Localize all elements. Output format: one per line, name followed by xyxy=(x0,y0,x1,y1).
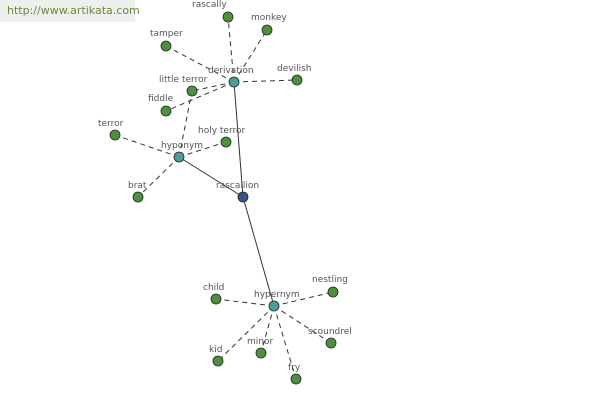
watermark-link[interactable]: http://www.artikata.com xyxy=(0,0,140,22)
node-label-nestling: nestling xyxy=(312,275,348,285)
edge-hyponym-little-terror xyxy=(178,90,193,158)
edge-rascallion-hypernym xyxy=(242,196,275,307)
node-label-monkey: monkey xyxy=(251,13,287,23)
edge-hyponym-brat xyxy=(137,156,180,198)
node-label-kid: kid xyxy=(209,345,222,355)
edge-derivation-monkey xyxy=(233,29,268,83)
node-label-derivation: derivation xyxy=(208,66,254,76)
node-label-fiddle: fiddle xyxy=(148,94,174,104)
node-fry[interactable] xyxy=(290,373,302,385)
edge-hypernym-fry xyxy=(273,305,297,380)
edge-derivation-little-terror xyxy=(191,81,235,92)
node-brat[interactable] xyxy=(132,191,144,203)
edge-hypernym-kid xyxy=(217,305,275,362)
nodes: rascallion derivation hyponym hypernym rasca… xyxy=(98,0,352,385)
edge-hypernym-nestling xyxy=(273,291,334,307)
node-minor[interactable] xyxy=(255,347,267,359)
node-terror[interactable] xyxy=(109,129,121,141)
edge-hypernym-minor xyxy=(260,305,275,354)
node-monkey[interactable] xyxy=(261,24,273,36)
node-label-minor: minor xyxy=(247,337,273,347)
node-label-hyponym: hyponym xyxy=(161,141,203,151)
node-hyponym[interactable] xyxy=(173,151,185,163)
edge-derivation-fiddle xyxy=(165,81,235,112)
node-label-child: child xyxy=(203,283,224,293)
edges xyxy=(114,16,334,380)
node-hypernym[interactable] xyxy=(268,300,280,312)
node-label-hypernym: hypernym xyxy=(254,290,300,300)
node-scoundrel[interactable] xyxy=(325,337,337,349)
node-label-holy-terror: holy terror xyxy=(198,126,246,136)
node-rascally[interactable] xyxy=(222,11,234,23)
node-label-rascally: rascally xyxy=(192,0,227,10)
edge-hyponym-terror xyxy=(114,134,180,158)
node-little-terror[interactable] xyxy=(186,85,198,97)
node-label-scoundrel: scoundrel xyxy=(308,327,352,337)
node-label-brat: brat xyxy=(128,181,147,191)
edge-rascallion-derivation xyxy=(233,81,244,198)
node-holy-terror[interactable] xyxy=(220,136,232,148)
node-rascallion[interactable] xyxy=(237,191,249,203)
node-fiddle[interactable] xyxy=(160,105,172,117)
node-child[interactable] xyxy=(210,293,222,305)
node-nestling[interactable] xyxy=(327,286,339,298)
edge-rascallion-hyponym xyxy=(178,156,244,198)
node-label-fry: fry xyxy=(288,363,301,373)
node-label-devilish: devilish xyxy=(277,64,311,74)
node-label-tamper: tamper xyxy=(150,29,183,39)
edge-hypernym-scoundrel xyxy=(273,305,332,344)
edge-derivation-tamper xyxy=(165,45,235,83)
node-derivation[interactable] xyxy=(228,76,240,88)
edge-derivation-rascally xyxy=(227,16,235,83)
node-devilish[interactable] xyxy=(291,74,303,86)
node-label-little-terror: little terror xyxy=(159,75,208,85)
edge-hypernym-child xyxy=(215,298,275,307)
node-kid[interactable] xyxy=(212,355,224,367)
node-label-rascallion: rascallion xyxy=(216,181,259,191)
node-label-terror: terror xyxy=(98,119,124,129)
node-tamper[interactable] xyxy=(160,40,172,52)
edge-derivation-devilish xyxy=(233,79,298,83)
